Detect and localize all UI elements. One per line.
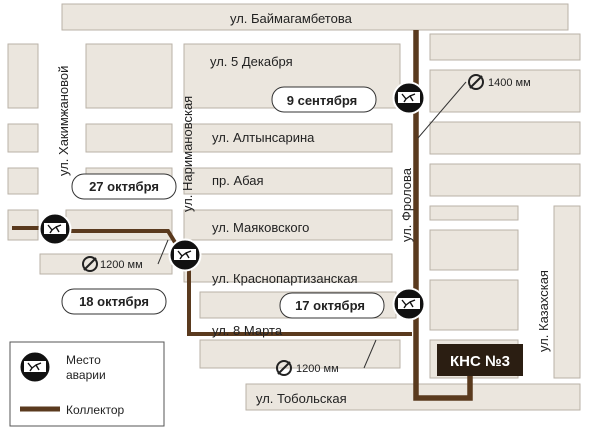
street-kazakhskaya: ул. Казахская	[536, 270, 551, 352]
block	[553, 205, 581, 379]
leader-1200-south	[363, 339, 377, 369]
accident-9-sentyabrya: 9 сентября	[271, 81, 426, 115]
pipe-diameters: 1400 мм 1200 мм 1200 мм	[82, 74, 531, 376]
accident-18-oktyabrya: 18 октября	[61, 238, 202, 315]
street-krasnopartizanskaya: ул. Краснопартизанская	[212, 271, 358, 286]
block	[7, 167, 39, 195]
block	[429, 121, 581, 155]
accident-icon	[38, 212, 72, 246]
accident-icon	[168, 238, 202, 272]
block	[7, 209, 39, 241]
block	[429, 205, 519, 221]
diameter-1200-south: 1200 мм	[296, 363, 339, 375]
street-mayakovskogo: ул. Маяковского	[212, 220, 309, 235]
block	[7, 123, 39, 153]
block	[429, 163, 581, 197]
street-tobolskaya: ул. Тобольская	[256, 391, 347, 406]
legend-accident-icon	[18, 350, 52, 384]
street-frolova: ул. Фролова	[399, 167, 414, 242]
block	[183, 209, 393, 241]
accident-date: 27 октября	[89, 179, 159, 194]
accident-icon	[392, 287, 426, 321]
block	[7, 43, 39, 109]
block	[85, 43, 173, 109]
street-narimanovskaya: ул. Наримановская	[180, 96, 195, 212]
street-5-dekabrya: ул. 5 Декабря	[210, 54, 293, 69]
street-labels: ул. Баймагамбетова ул. 5 Декабря ул. Алт…	[56, 11, 551, 406]
leader-1400	[417, 81, 467, 139]
block	[199, 339, 401, 369]
block	[429, 33, 581, 61]
accident-markers: 9 сентября 27 октября 18 октября 17 октя…	[38, 81, 426, 321]
block	[61, 3, 569, 31]
accident-icon	[392, 81, 426, 115]
kns-label: КНС №3	[450, 353, 510, 370]
block	[183, 123, 393, 153]
block	[65, 209, 173, 241]
street-baimagambetova: ул. Баймагамбетова	[230, 11, 353, 26]
kns-station: КНС №3	[437, 344, 523, 376]
collector-narimanovskaya	[187, 266, 412, 336]
legend-accident-line1: Место	[66, 353, 101, 367]
block	[183, 253, 393, 283]
street-khakimzhanovoi: ул. Хакимжановой	[56, 66, 71, 176]
accident-date: 17 октября	[295, 298, 365, 313]
block	[429, 279, 519, 331]
street-8-marta: ул. 8 Марта	[212, 323, 283, 338]
block	[429, 229, 519, 271]
legend: Место аварии Коллектор	[9, 341, 165, 427]
block	[245, 383, 581, 411]
street-abaya: пр. Абая	[212, 173, 264, 188]
leader-1200-west	[157, 239, 169, 265]
collector-frolova	[413, 30, 473, 401]
legend-collector-label: Коллектор	[66, 403, 124, 417]
diameter-1200-west: 1200 мм	[100, 259, 143, 271]
diameter-1400: 1400 мм	[488, 77, 531, 89]
block	[183, 167, 393, 195]
block	[85, 123, 173, 153]
street-altynsarina: ул. Алтынсарина	[212, 130, 315, 145]
legend-accident-line2: аварии	[66, 368, 106, 382]
accident-17-oktyabrya: 17 октября	[279, 287, 426, 321]
accident-date: 9 сентября	[287, 93, 358, 108]
block	[429, 69, 581, 113]
accident-date: 18 октября	[79, 294, 149, 309]
accident-27-oktyabrya: 27 октября	[38, 173, 177, 246]
